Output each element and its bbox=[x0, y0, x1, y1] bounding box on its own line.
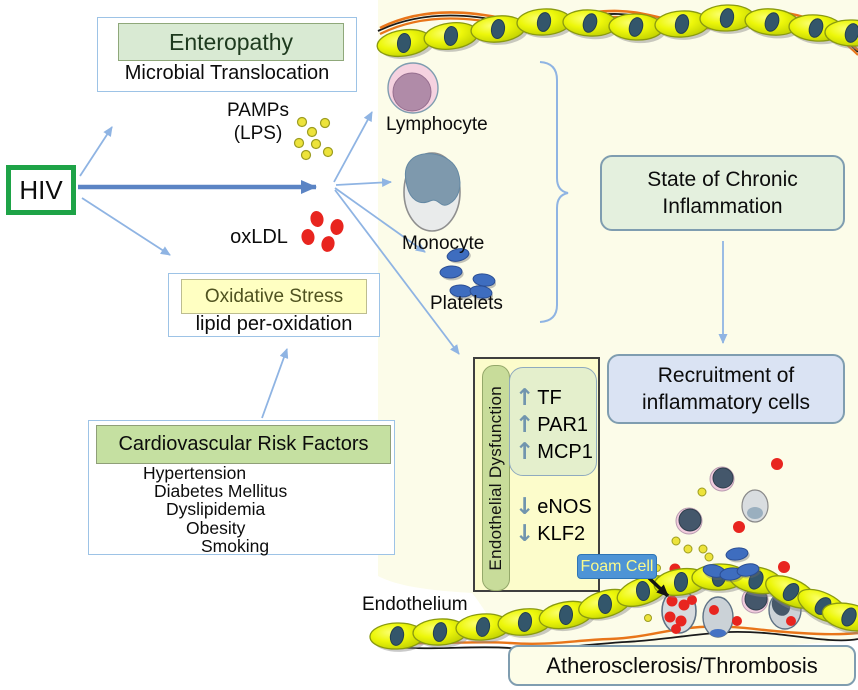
upregulated-genes-box bbox=[509, 367, 597, 476]
enteropathy-box: Enteropathy Microbial Translocation bbox=[97, 17, 357, 92]
chronic-inflammation-line2: Inflammation bbox=[662, 195, 783, 218]
recruitment-box: Recruitment of inflammatory cells bbox=[607, 354, 845, 424]
lipid-peroxidation-label: lipid per-oxidation bbox=[195, 313, 353, 335]
oxidative-stress-box: Oxidative Stress lipid per-oxidation bbox=[168, 273, 380, 337]
risk-item: Dyslipidemia bbox=[166, 499, 266, 520]
gene-row-klf2: ↓ KLF2 bbox=[515, 521, 585, 547]
risk-factors-box: Cardiovascular Risk Factors Hypertension… bbox=[88, 420, 395, 555]
arrow-hiv-to-enteropathy bbox=[79, 126, 113, 177]
arrow-hub-to-platelets bbox=[334, 187, 426, 253]
lymphocyte-label: Lymphocyte bbox=[386, 114, 488, 135]
endothelial-dysfunction-title: Endothelial Dysfunction bbox=[482, 365, 510, 591]
chronic-inflammation-line1: State of Chronic bbox=[647, 168, 798, 191]
hiv-label: HIV bbox=[19, 174, 63, 205]
arrow-riskfactors-to-oxidative bbox=[261, 348, 289, 419]
foam-cell-tag: Foam Cell bbox=[577, 554, 657, 579]
brace-cells-to-inflammation bbox=[539, 61, 569, 323]
down-arrow-icon: ↓ bbox=[515, 494, 535, 520]
small-lymphocyte bbox=[675, 507, 703, 535]
monocyte-cell bbox=[403, 152, 461, 232]
enteropathy-title: Enteropathy bbox=[118, 23, 344, 61]
oxidative-stress-title: Oxidative Stress bbox=[181, 279, 367, 314]
arrow-hub-to-monocyte bbox=[335, 177, 392, 187]
endothelial-dysfunction-panel: Endothelial Dysfunction ↑ TF ↑ PAR1 ↑ MC… bbox=[473, 357, 600, 592]
vessel-lumen-panel bbox=[378, 0, 858, 650]
gene-name-par1: PAR1 bbox=[537, 414, 589, 436]
lps-particles bbox=[653, 487, 714, 572]
microbial-translocation-label: Microbial Translocation bbox=[124, 62, 330, 84]
risk-factors-list: Hypertension Diabetes Mellitus Dyslipide… bbox=[89, 464, 394, 555]
risk-factors-title: Cardiovascular Risk Factors bbox=[96, 425, 391, 464]
endothelium-label: Endothelium bbox=[362, 594, 468, 615]
gene-name-mcp1: MCP1 bbox=[537, 441, 593, 463]
risk-item: Smoking bbox=[201, 535, 270, 556]
hiv-box: HIV bbox=[6, 165, 76, 215]
atherosclerosis-box: Atherosclerosis/Thrombosis bbox=[508, 645, 856, 686]
up-arrow-icon: ↑ bbox=[515, 412, 535, 438]
arrow-foamtag-to-foamcell bbox=[647, 576, 670, 598]
foam-cell bbox=[702, 596, 734, 638]
arrow-hub-to-lymphocyte bbox=[333, 111, 373, 183]
lps-name: (LPS) bbox=[233, 123, 283, 144]
arrows bbox=[78, 61, 728, 419]
gene-row-enos: ↓ eNOS bbox=[515, 494, 592, 520]
platelets-label: Platelets bbox=[430, 293, 503, 314]
pamps-label: PAMPs (LPS) bbox=[218, 99, 298, 145]
up-arrow-icon: ↑ bbox=[515, 385, 535, 411]
monocyte-label: Monocyte bbox=[402, 233, 485, 254]
oxldl-label: oxLDL bbox=[230, 226, 288, 248]
recruitment-line1: Recruitment of bbox=[657, 364, 795, 387]
oxldl-dots bbox=[301, 211, 344, 252]
recruitment-line2: inflammatory cells bbox=[641, 391, 811, 414]
risk-item: Diabetes Mellitus bbox=[154, 481, 288, 502]
risk-item: Hypertension bbox=[143, 463, 247, 483]
lymphocyte-cell bbox=[387, 62, 439, 114]
gene-row-mcp1: ↑ MCP1 bbox=[515, 439, 593, 465]
risk-item: Obesity bbox=[186, 517, 246, 538]
chronic-inflammation-box: State of Chronic Inflammation bbox=[600, 155, 845, 231]
gene-name-enos: eNOS bbox=[537, 496, 592, 518]
arrow-hiv-to-oxldl bbox=[81, 197, 171, 256]
up-arrow-icon: ↑ bbox=[515, 439, 535, 465]
small-lymphocyte bbox=[709, 466, 735, 492]
down-arrow-icon: ↓ bbox=[515, 521, 535, 547]
pamps-name: PAMPs bbox=[227, 100, 289, 121]
gene-name-klf2: KLF2 bbox=[537, 523, 586, 545]
small-monocyte bbox=[741, 489, 769, 523]
pamps-lps-dots bbox=[293, 116, 334, 161]
gene-name-tf: TF bbox=[537, 387, 562, 409]
gene-row-tf: ↑ TF bbox=[515, 385, 562, 411]
gene-row-par1: ↑ PAR1 bbox=[515, 412, 588, 438]
arrow-hub-to-endothelium bbox=[334, 189, 460, 355]
